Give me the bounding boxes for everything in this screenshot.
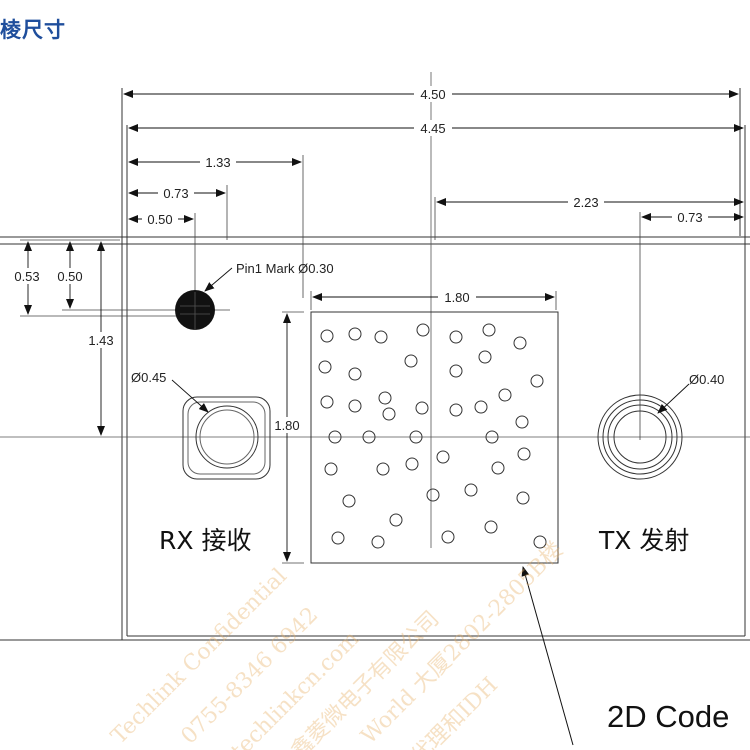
pin1-mark: Pin1 Mark Ø0.30 <box>175 261 334 330</box>
dim-pin1-x-073: 0.73 <box>163 186 188 201</box>
tx-hole <box>597 383 690 480</box>
rx-hole <box>171 379 271 480</box>
dim-tx-offset: 0.73 <box>677 210 702 225</box>
pin1-callout: Pin1 Mark Ø0.30 <box>236 261 334 276</box>
code-label: 2D Code <box>607 699 729 734</box>
tx-hole-callout: Ø0.40 <box>689 372 724 387</box>
watermark: Techlink Confidential 0755-8346 6942 tec… <box>107 537 569 750</box>
dim-code-width: 1.80 <box>444 290 469 305</box>
tx-label: TX 发射 <box>598 526 689 555</box>
dim-center-y: 1.43 <box>88 333 113 348</box>
dim-inner-width: 4.45 <box>420 121 445 136</box>
code-leader <box>521 566 574 746</box>
extension-lines <box>20 155 641 564</box>
dimension-lines <box>24 90 744 562</box>
code-dots <box>318 323 547 549</box>
rx-hole-callout: Ø0.45 <box>131 370 166 385</box>
dim-overall-width: 4.50 <box>420 87 445 102</box>
dimension-labels: 4.50 4.45 1.33 0.73 0.50 2.23 0.73 0.53 … <box>9 86 708 433</box>
dim-code-height: 1.80 <box>274 418 299 433</box>
dim-pin1-x-050: 0.50 <box>147 212 172 227</box>
dim-tx-center: 2.23 <box>573 195 598 210</box>
rx-label: RX 接收 <box>159 526 251 555</box>
dim-rx-center-x: 1.33 <box>205 155 230 170</box>
page-heading: 棱尺寸 <box>0 18 66 42</box>
dim-pin1-y-050: 0.50 <box>57 269 82 284</box>
package-outline <box>0 88 750 641</box>
dim-pin1-y-053: 0.53 <box>14 269 39 284</box>
code-area <box>310 311 559 564</box>
